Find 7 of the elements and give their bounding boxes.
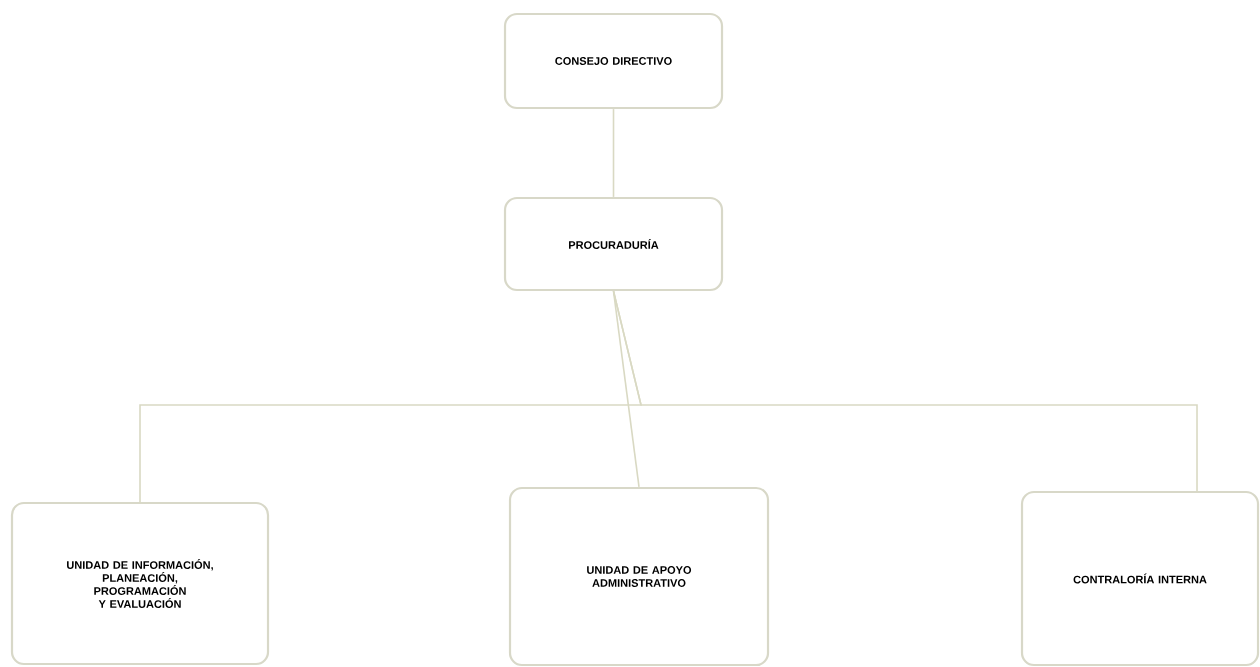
org-box: CONTRALORÍA INTERNA [1020, 490, 1260, 667]
org-box: PROCURADURÍA [503, 196, 724, 292]
org-box: CONSEJO DIRECTIVO [503, 12, 724, 110]
connector-line [612, 108, 615, 198]
org-box: UNIDAD DE APOYO ADMINISTRATIVO [508, 486, 770, 667]
connector-line [612, 290, 1198, 493]
org-box: UNIDAD DE INFORMACIÓN, PLANEACIÓN, PROGRAMACIÓN Y EVALUACIÓN [10, 501, 270, 666]
